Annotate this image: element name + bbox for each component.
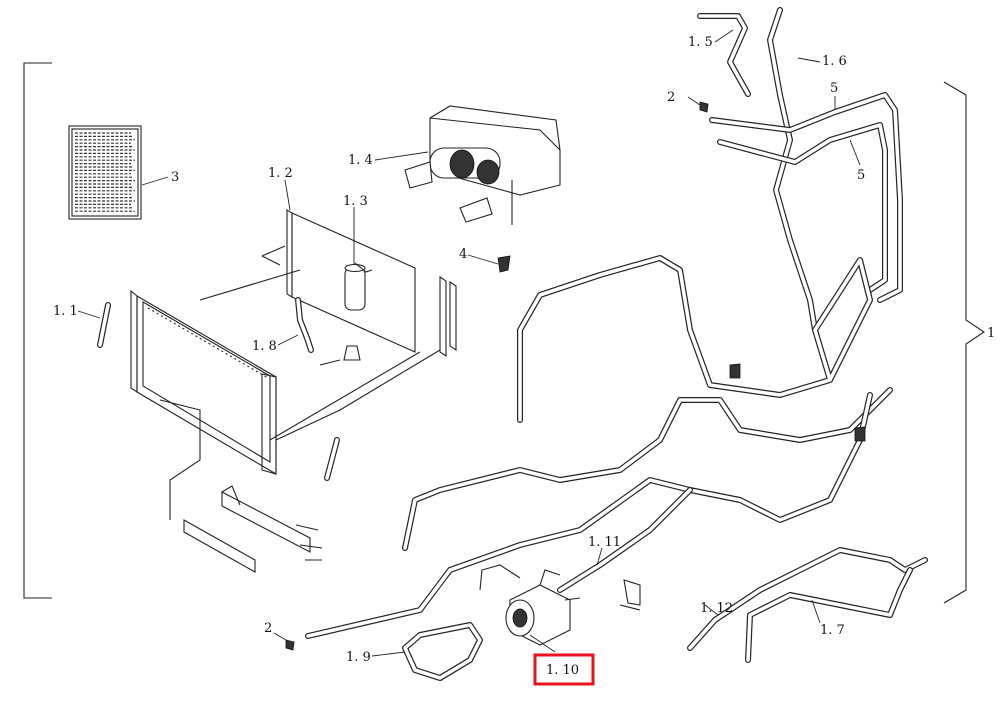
drive-belt [402,622,483,681]
hose-clip-b [854,426,866,442]
main-hose-loop [305,255,893,639]
callout-1-6: 1. 6 [822,54,847,69]
receiver-drier [319,262,373,366]
callout-5-a: 5 [830,81,838,96]
hose-1-11 [557,487,693,593]
grommet-top [699,101,709,113]
callout-4: 4 [459,247,467,262]
gas-springs [97,302,340,481]
callout-1-2: 1. 2 [268,166,293,181]
callout-1-7: 1. 7 [820,623,845,638]
lower-bracket [183,485,323,573]
lower-right-hoses [687,547,928,663]
callout-1: 1 [987,326,995,341]
callout-1-10: 1. 10 [546,663,579,678]
callout-1-5: 1. 5 [688,35,713,50]
callout-1-4: 1. 4 [348,153,373,168]
callout-1-3: 1. 3 [343,194,368,209]
callout-1-11: 1. 11 [588,535,621,550]
compressor [479,564,581,646]
highlighted-callout[interactable]: 1. 10 [533,653,595,686]
warning-decal [68,125,142,220]
callout-2-bottom: 2 [264,621,272,636]
leader-lines [77,29,861,657]
callout-1-9: 1. 9 [346,650,371,665]
group-bracket-right [943,81,985,604]
callout-5-b: 5 [857,168,865,183]
callout-3: 3 [171,170,179,185]
plug [497,255,511,273]
callout-1-1: 1. 1 [53,304,78,319]
callout-1-8: 1. 8 [252,339,277,354]
evaporator-unit [404,105,561,225]
grommet-bottom [285,639,295,651]
hose-clip-a [729,363,741,379]
mounting-bracket [619,579,641,611]
group-bracket-left [23,62,52,599]
callout-1-12: 1. 12 [700,601,733,616]
condenser-assembly [130,209,457,520]
upper-hoses [697,7,903,333]
callout-2-top: 2 [667,90,675,105]
